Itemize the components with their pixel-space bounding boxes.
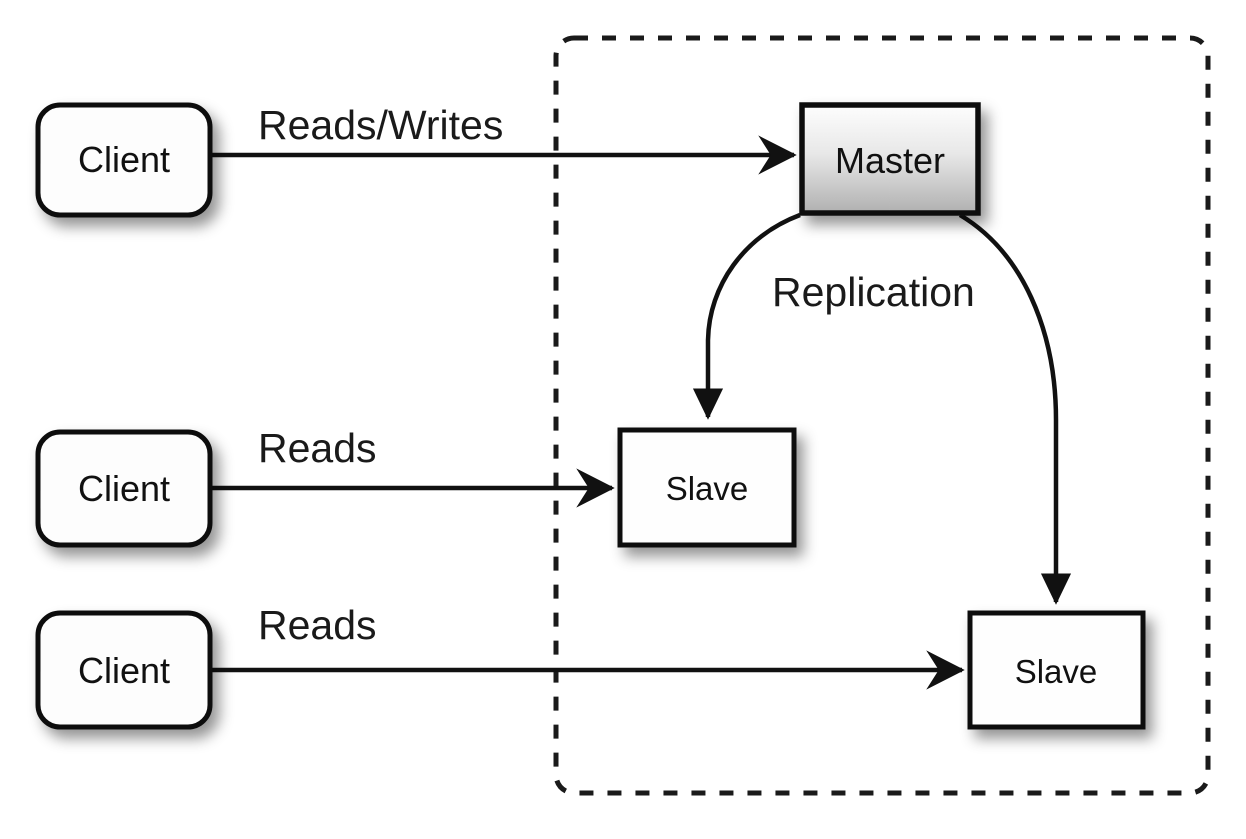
client-3-box[interactable] xyxy=(35,610,213,730)
edge-label-replication: Replication xyxy=(772,269,975,315)
edge-master-slave1 xyxy=(692,212,801,420)
node-slave-2[interactable]: Slave xyxy=(967,610,1146,730)
slave-2-label: Slave xyxy=(1015,653,1098,690)
node-client-2[interactable]: Client xyxy=(35,429,213,548)
database-cluster-boundary xyxy=(553,35,1211,796)
client-2-box[interactable] xyxy=(35,429,213,548)
client-1-label: Client xyxy=(78,139,170,180)
slave-1-label: Slave xyxy=(666,470,749,507)
slave-2-box[interactable] xyxy=(967,610,1146,730)
slave-1-box[interactable] xyxy=(617,427,797,548)
edge-label-reads-writes: Reads/Writes xyxy=(258,102,503,148)
edge-label-reads-slave-1: Reads xyxy=(258,425,377,471)
client-2-label: Client xyxy=(78,468,170,509)
master-label: Master xyxy=(835,140,945,181)
master-box[interactable] xyxy=(799,102,981,216)
edge-label-reads-slave-2: Reads xyxy=(258,602,377,648)
node-client-3[interactable]: Client xyxy=(35,610,213,730)
node-slave-1[interactable]: Slave xyxy=(617,427,797,548)
client-3-label: Client xyxy=(78,650,170,691)
node-master[interactable]: Master xyxy=(799,102,981,216)
client-1-box[interactable] xyxy=(35,102,213,218)
edge-master-slave2 xyxy=(958,213,1072,605)
node-client-1[interactable]: Client xyxy=(35,102,213,218)
